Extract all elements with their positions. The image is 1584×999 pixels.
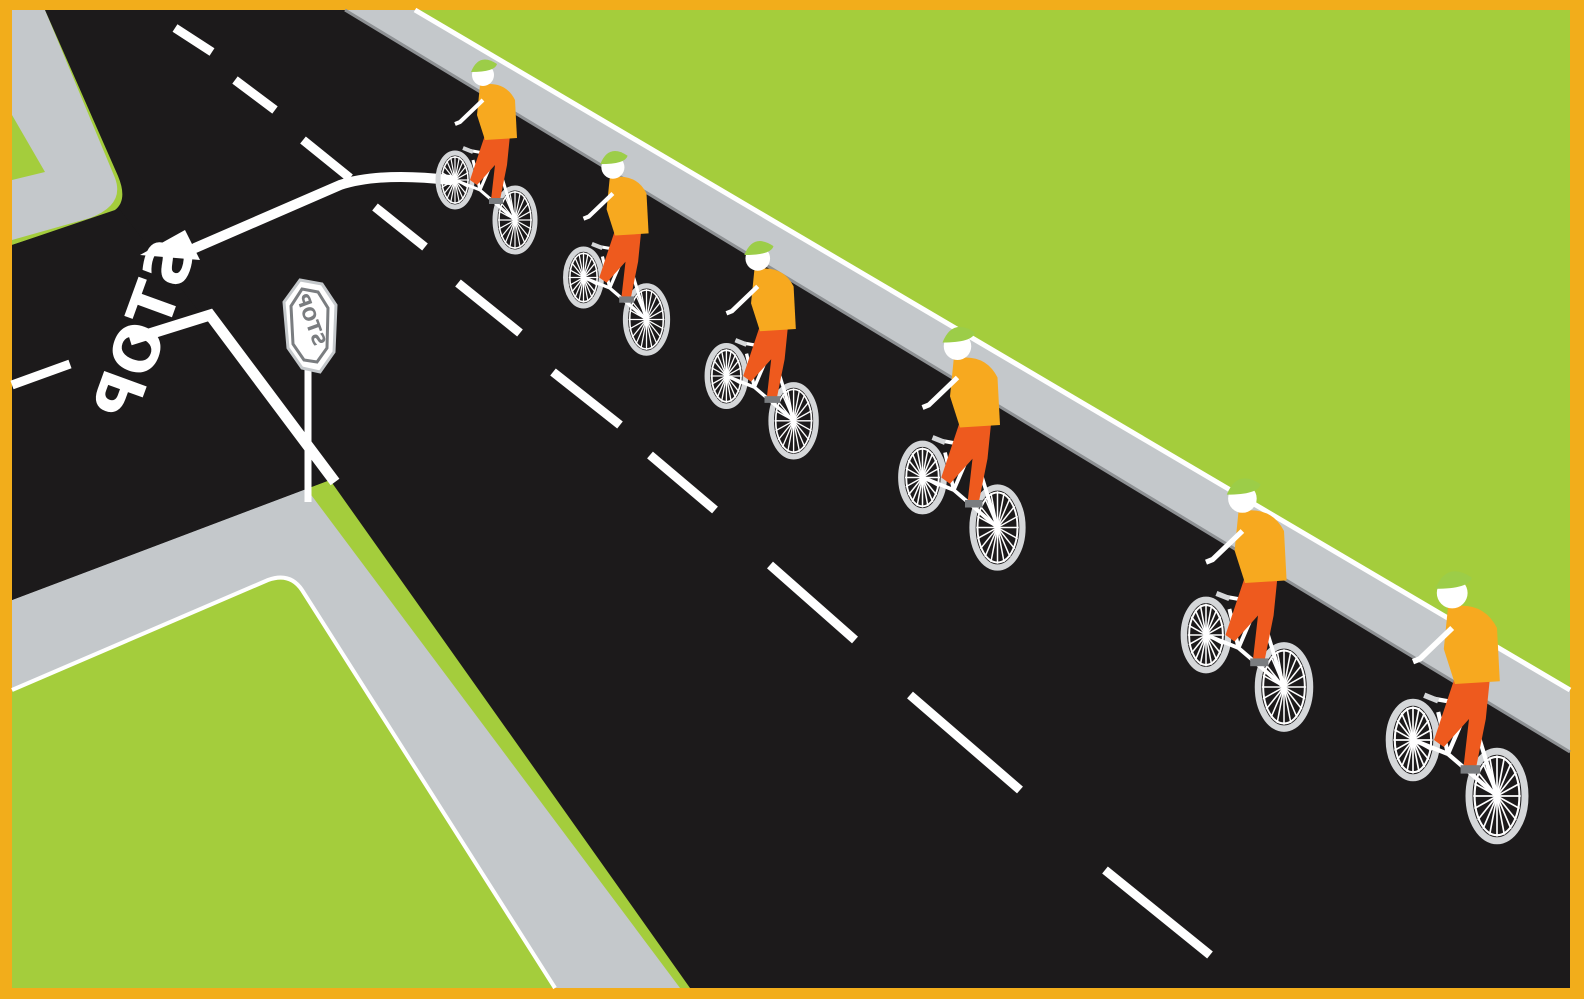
bicycle-wheel (1184, 600, 1228, 670)
bicycle-wheel (566, 249, 602, 306)
bicycle-wheel (1258, 645, 1310, 728)
bicycle-wheel (626, 286, 668, 353)
scene-content: STOP STOP (12, 10, 1570, 988)
